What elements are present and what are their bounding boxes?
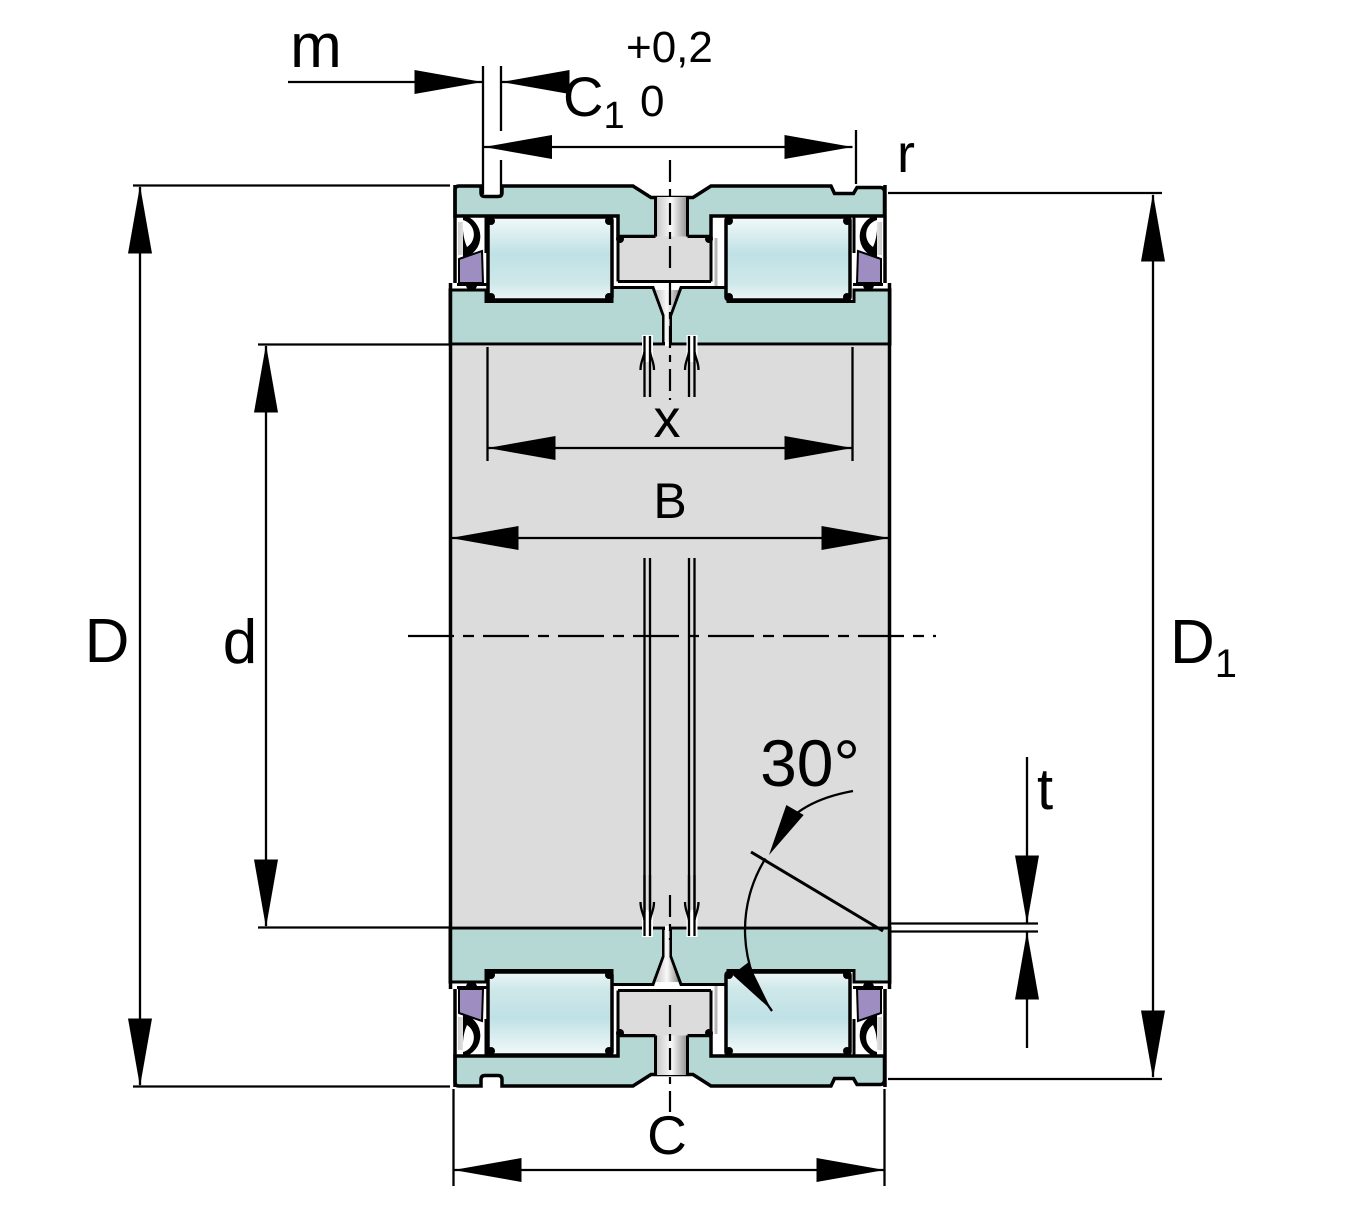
label-D1: D1 — [1170, 608, 1237, 686]
label-c1: C1 — [563, 65, 625, 137]
label-r: r — [897, 124, 915, 184]
label-c1-tol-upper: +0,2 — [626, 23, 713, 72]
label-B: B — [653, 473, 686, 529]
label-C: C — [647, 1104, 687, 1166]
centerlines — [408, 160, 936, 1112]
label-x: x — [654, 389, 681, 449]
label-30deg: 30° — [760, 726, 860, 800]
label-c1-tol-lower: 0 — [640, 77, 664, 126]
label-t: t — [1037, 757, 1053, 822]
label-d: d — [223, 608, 257, 677]
label-m: m — [290, 12, 342, 81]
label-D: D — [85, 607, 130, 676]
dimension-labels: m C1 +0,2 0 r x B D d D1 30° t C — [85, 12, 1237, 1166]
inner-ring-split-lines — [643, 558, 696, 912]
